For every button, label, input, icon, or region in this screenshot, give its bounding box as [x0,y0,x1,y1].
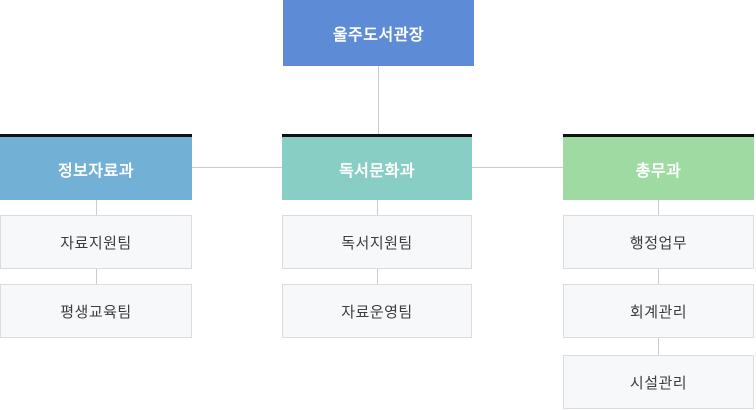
dept-node-label: 총무과 [635,162,682,180]
team-node-pyeongsaeng-gyoyuk: 평생교육팀 [0,284,192,338]
team-node-label: 시설관리 [629,374,688,392]
dept-node-jeongbo-jaryogwa: 정보자료과 [0,134,192,200]
team-node-siseol-gwanri: 시설관리 [563,355,754,409]
connector-col2-a [658,200,659,215]
team-node-dokseo-jiwon: 독서지원팀 [282,215,472,269]
connector-col0-b [96,269,97,284]
team-node-label: 행정업무 [629,234,688,252]
team-node-jaryo-jiwon: 자료지원팀 [0,215,192,269]
dept-node-label: 정보자료과 [57,162,135,180]
team-node-jaryo-unyeong: 자료운영팀 [282,284,472,338]
connector-col1-a [377,200,378,215]
team-node-label: 자료지원팀 [60,234,132,252]
connector-col2-c [658,338,659,355]
dept-node-dokseo-munhwagwa: 독서문화과 [282,134,472,200]
team-node-haengjeong-eobmu: 행정업무 [563,215,754,269]
team-node-label: 독서지원팀 [341,234,413,252]
org-node-director: 울주도서관장 [283,0,474,66]
team-node-label: 자료운영팀 [341,303,413,321]
connector-root-vertical [378,66,379,134]
org-node-director-label: 울주도서관장 [332,27,425,44]
team-node-hoegye-gwanri: 회계관리 [563,284,754,338]
dept-node-label: 독서문화과 [338,162,416,180]
connector-col0-a [96,200,97,215]
dept-node-chongmugwa: 총무과 [563,134,754,200]
team-node-label: 회계관리 [629,303,688,321]
connector-middle-right [472,167,563,168]
connector-left-middle [192,167,282,168]
connector-col1-b [377,269,378,284]
connector-col2-b [658,269,659,284]
team-node-label: 평생교육팀 [60,303,132,321]
